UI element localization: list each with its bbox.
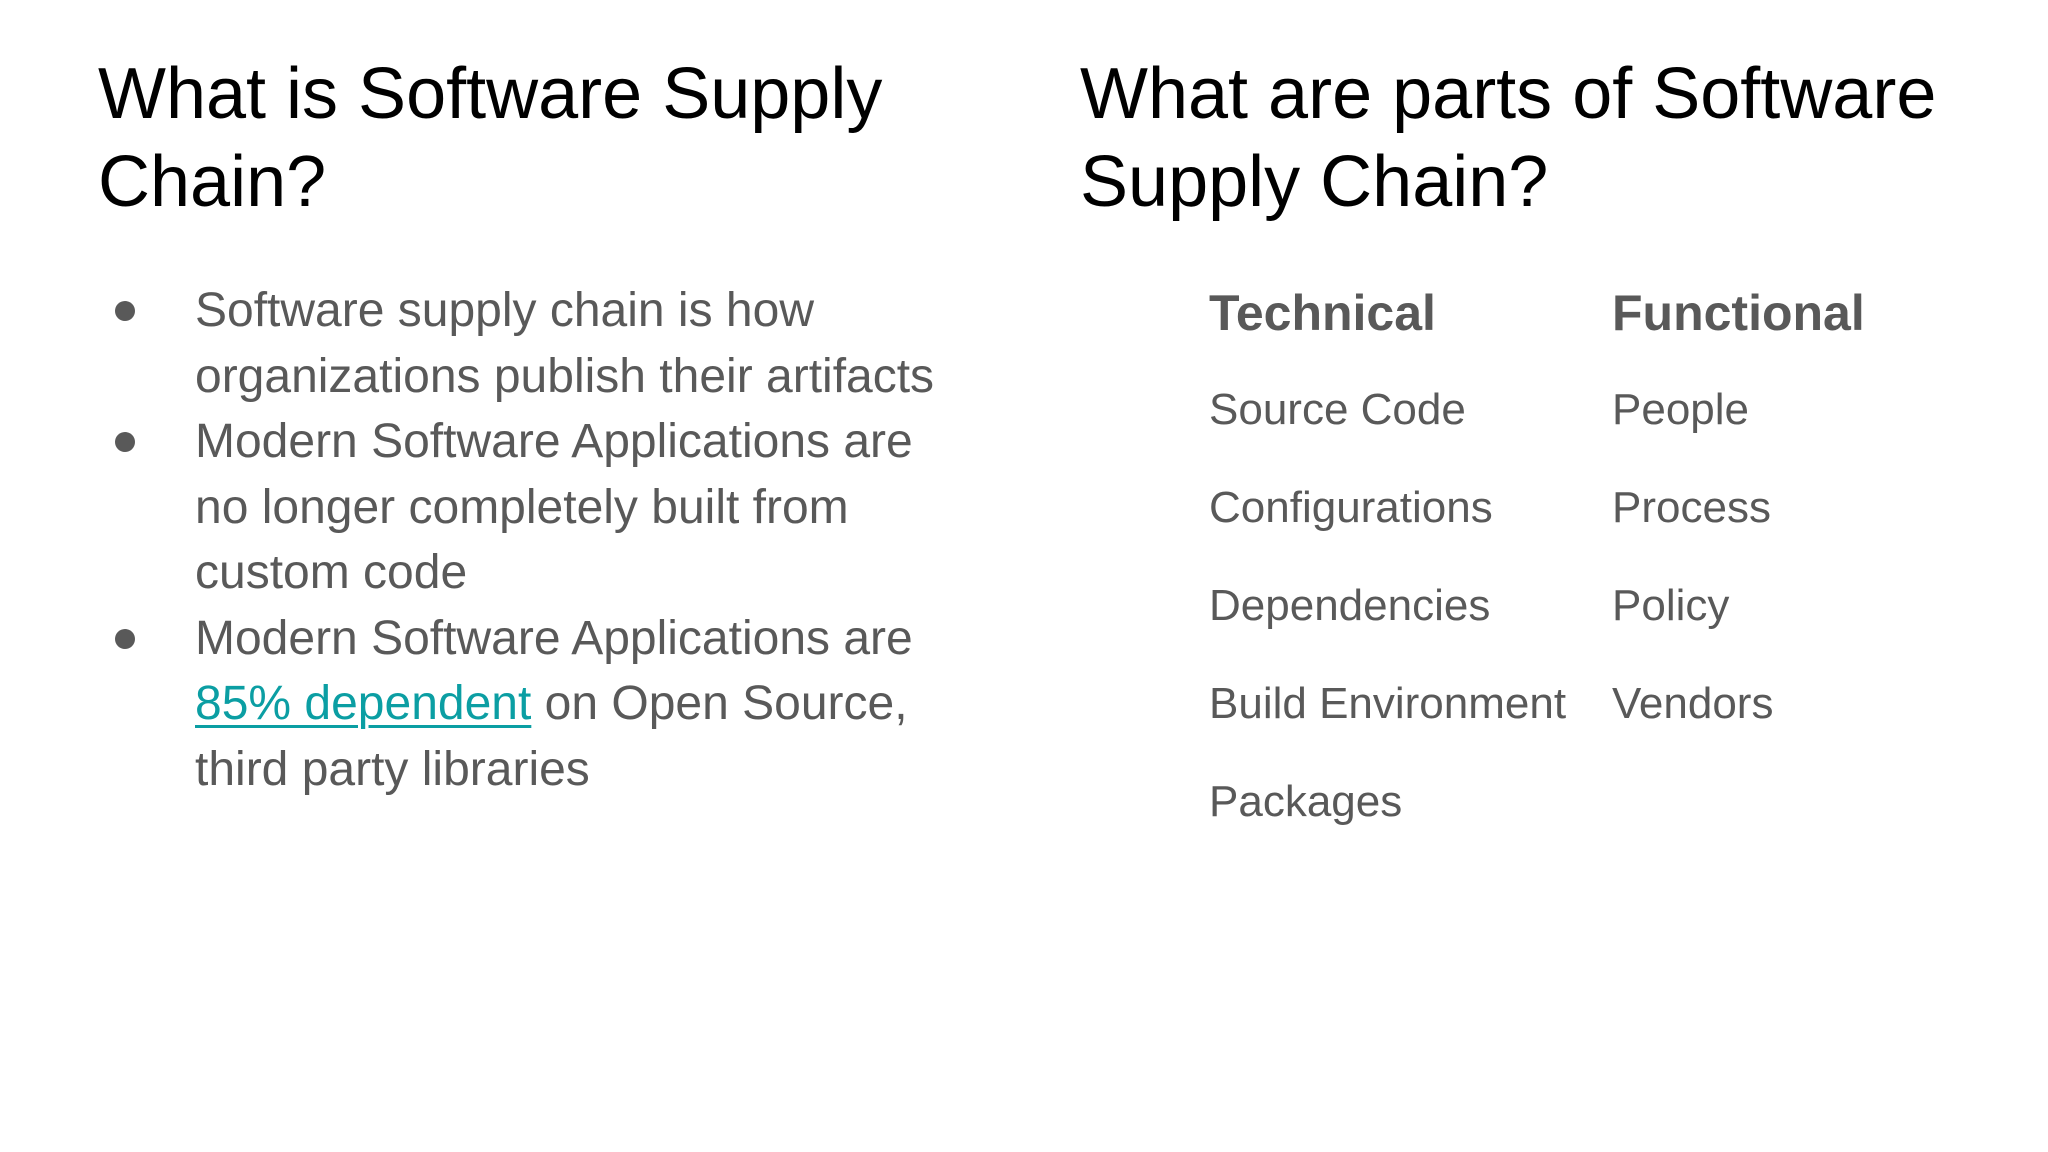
bullet-item: Modern Software Applications are no long…	[98, 409, 978, 606]
functional-item: People	[1612, 385, 1750, 434]
bullet-text-suffix: on Open Source, third party libraries	[195, 677, 908, 796]
bullet-item: Modern Software Applications are 85% dep…	[98, 606, 978, 803]
left-title: What is Software Supply Chain?	[98, 54, 883, 222]
functional-item: Policy	[1612, 581, 1730, 630]
functional-item: Process	[1612, 483, 1771, 532]
dependency-stat-link[interactable]: 85% dependent	[195, 677, 532, 730]
bullet-dot-icon	[115, 301, 135, 321]
technical-item: Source Code	[1209, 385, 1466, 434]
functional-column: Functional People Process Policy Vendors	[1612, 278, 1972, 770]
technical-item: Dependencies	[1209, 581, 1491, 630]
bullet-list: Software supply chain is how organizatio…	[98, 278, 978, 802]
bullet-text: Software supply chain is how organizatio…	[195, 284, 935, 403]
bullet-item: Software supply chain is how organizatio…	[98, 278, 978, 409]
bullet-dot-icon	[115, 628, 135, 649]
bullet-text-prefix: Modern Software Applications are	[195, 611, 913, 665]
technical-item: Configurations	[1209, 483, 1493, 532]
bullet-text: Modern Software Applications are no long…	[195, 415, 913, 599]
technical-header: Technical	[1209, 285, 1436, 341]
functional-item: Vendors	[1612, 679, 1774, 728]
technical-item: Packages	[1209, 777, 1403, 826]
right-title: What are parts of Software Supply Chain?	[1080, 54, 1937, 222]
technical-item: Build Environment	[1209, 679, 1567, 728]
functional-header: Functional	[1612, 285, 1865, 341]
bullet-dot-icon	[115, 432, 135, 452]
technical-column: Technical Source Code Configurations Dep…	[1209, 278, 1569, 868]
